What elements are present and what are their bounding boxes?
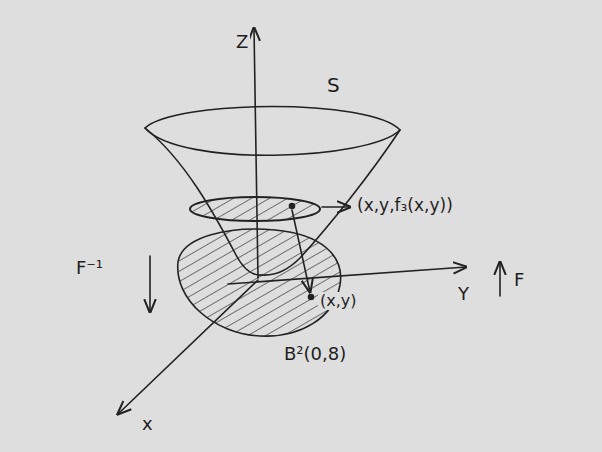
inverse-map-arrow (149, 256, 151, 312)
axis-label: Z (234, 32, 250, 52)
z-axis (254, 28, 258, 278)
map-label: F (512, 270, 526, 290)
axis-label: Y (456, 284, 471, 304)
surface-rim (145, 107, 400, 156)
axis-label: x (140, 414, 155, 434)
plane-point (309, 295, 314, 300)
surface-label: S (325, 74, 342, 96)
surface-point (290, 204, 295, 209)
cross-section (190, 197, 320, 221)
projection-line (292, 210, 310, 292)
map-label: F⁻¹ (74, 258, 105, 278)
point-label: (x,y) (318, 292, 359, 310)
x-axis (118, 280, 258, 414)
region-label: B²(0,8) (282, 344, 348, 364)
point-label: (x,y,f₃(x,y)) (355, 196, 455, 215)
label-arrow (322, 206, 350, 208)
map-arrow (499, 262, 501, 296)
disk-region (178, 229, 341, 336)
